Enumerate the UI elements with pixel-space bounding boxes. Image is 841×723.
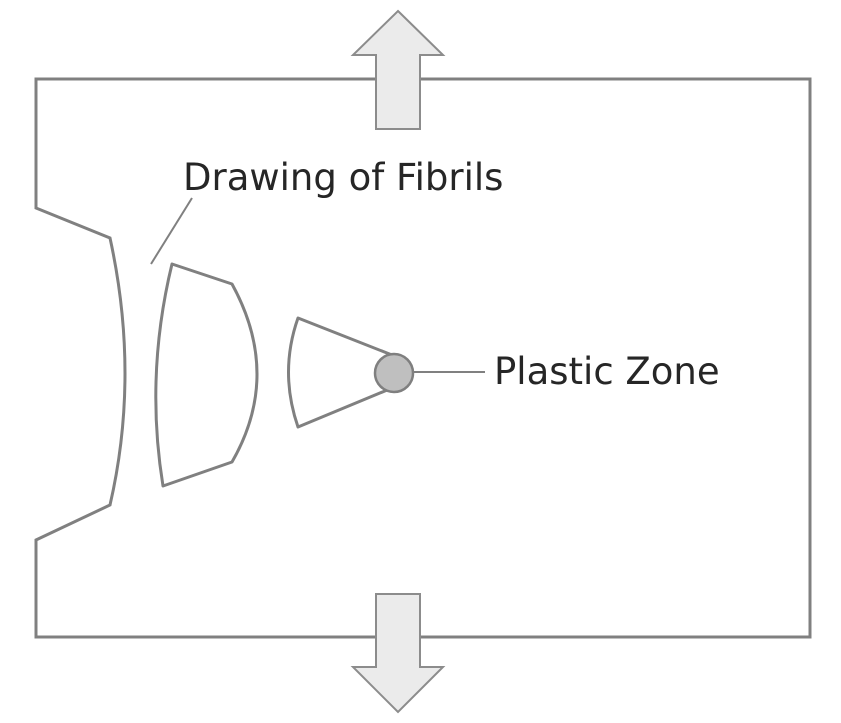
fibrils-label: Drawing of Fibrils [183, 156, 503, 199]
tension-arrow-down [350, 593, 446, 714]
fibril-arc-large [154, 262, 259, 488]
tension-arrow-up [350, 9, 446, 130]
plastic-zone-circle [373, 352, 415, 394]
specimen-outline [34, 77, 812, 639]
fibrils-leader-line [150, 197, 193, 265]
plastic-zone-label: Plastic Zone [494, 350, 720, 393]
fibril-arc-small [287, 316, 394, 429]
